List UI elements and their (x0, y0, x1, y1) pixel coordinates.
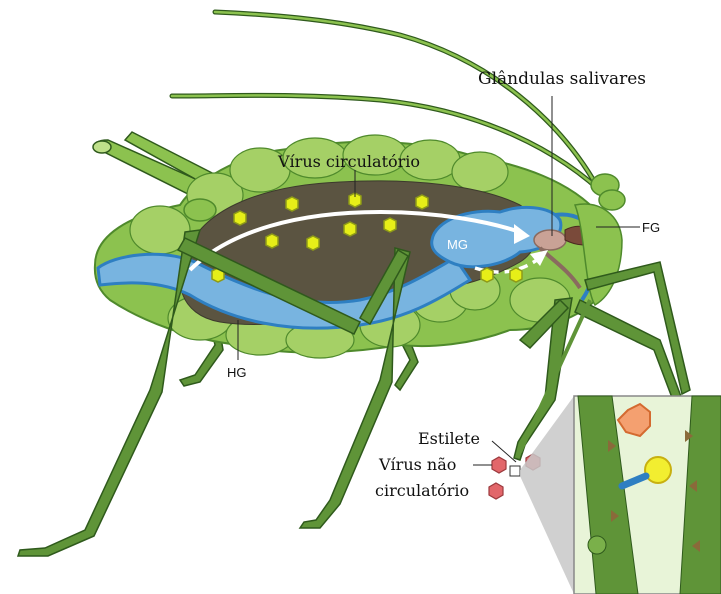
label-mg: MG (447, 237, 468, 252)
virus-particle (307, 236, 319, 250)
stylet-zoom-box (510, 466, 520, 476)
virus-particle (234, 211, 246, 225)
label-hg: HG (227, 365, 247, 380)
virus-particle-red (489, 483, 503, 499)
virus-particle (344, 222, 356, 236)
label-salivary-glands: Glândulas salivares (478, 69, 646, 89)
salivary-gland (534, 230, 566, 250)
label-noncirculative-virus-line2: circulatório (375, 481, 469, 500)
virus-particle (416, 195, 428, 209)
virus-particle (481, 268, 493, 282)
label-stylet: Estilete (418, 429, 480, 448)
inset-virus-yellow (645, 457, 671, 483)
label-circulative-virus: Vírus circulatório (277, 152, 420, 171)
zoom-inset (520, 396, 721, 594)
label-noncirculative-virus-line1: Vírus não (378, 455, 456, 474)
virus-particle (266, 234, 278, 248)
virus-particle (510, 268, 522, 282)
virus-particle (384, 218, 396, 232)
label-fg: FG (642, 220, 660, 235)
virus-particle (286, 197, 298, 211)
virus-particle-red (492, 457, 506, 473)
